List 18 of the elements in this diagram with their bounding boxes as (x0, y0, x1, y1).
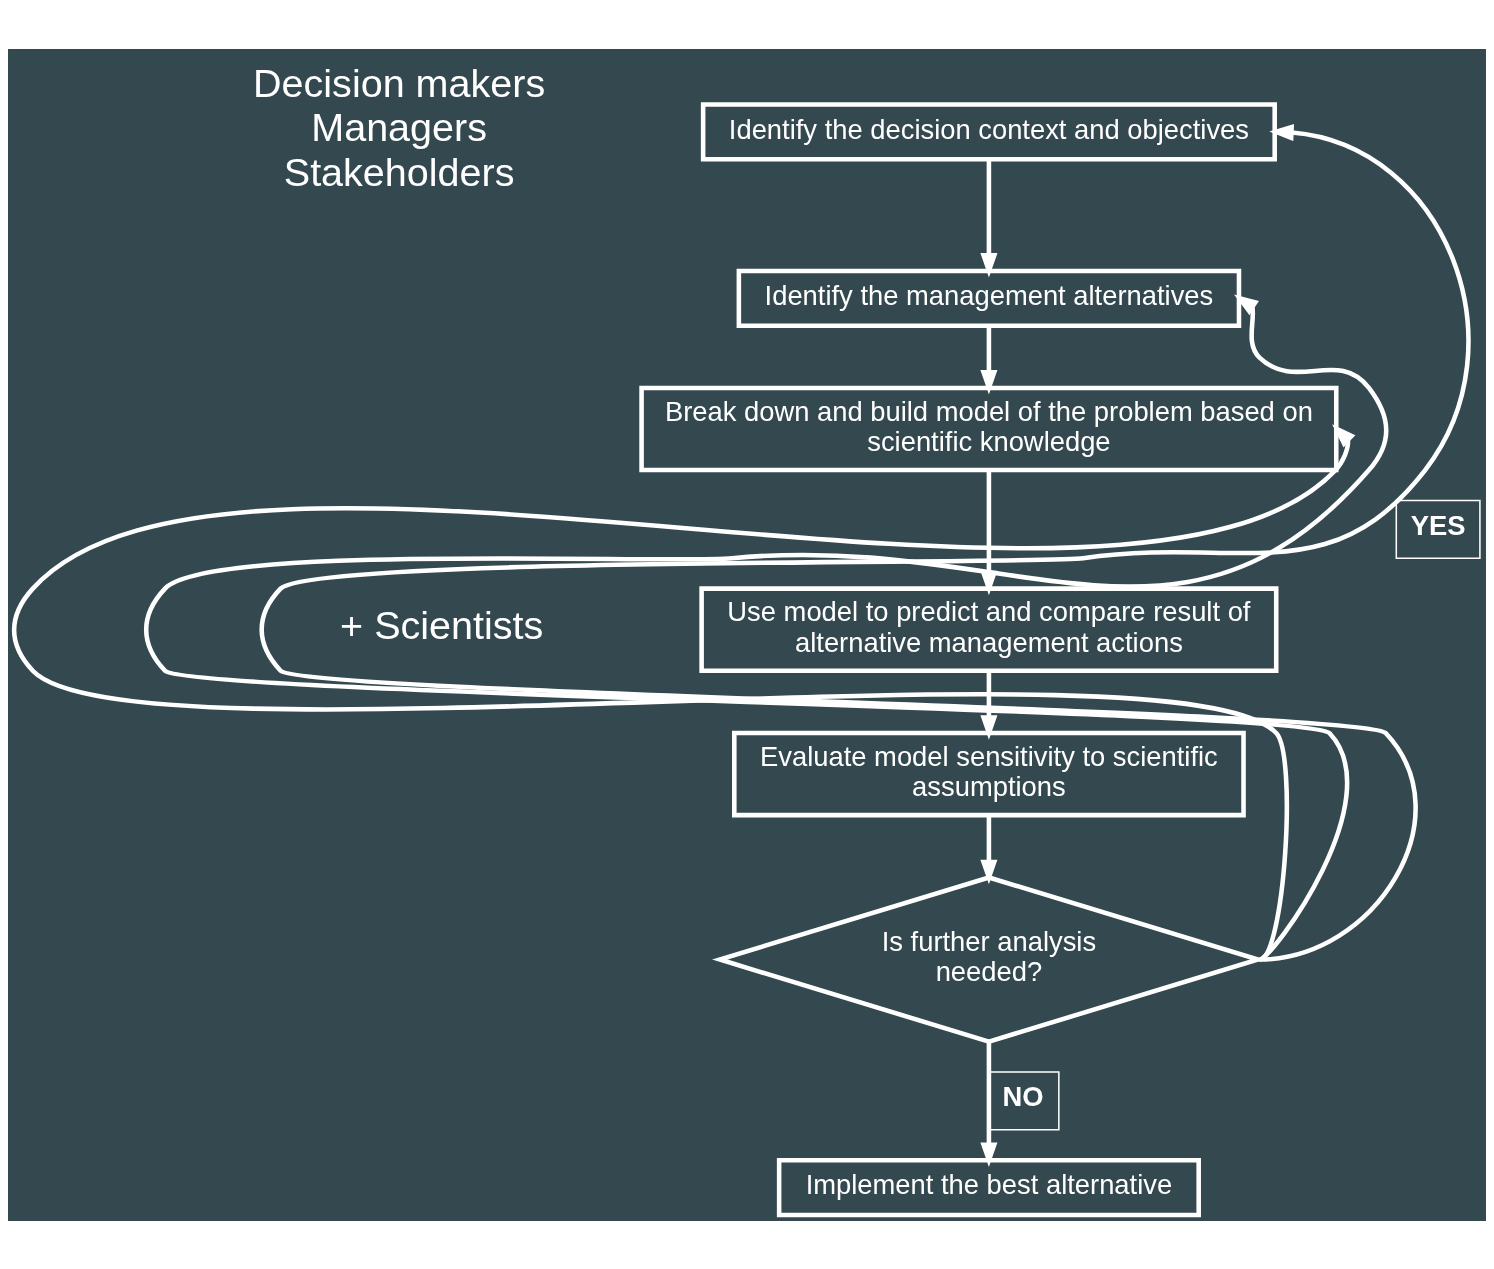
node-box: Identify the decision context and objectives (700, 101, 1277, 161)
label: + Scientists (340, 602, 544, 647)
label: Decision makers Managers Stakeholders (253, 60, 546, 194)
node-box: Evaluate model sensitivity to scientific assumptions (732, 730, 1246, 817)
arrow (144, 293, 1389, 961)
arrow (980, 325, 998, 394)
arrow (13, 423, 1356, 961)
arrow (980, 814, 998, 884)
arrow (980, 670, 998, 740)
arrow (260, 123, 1471, 962)
node-box: Implement the best alternative (776, 1157, 1201, 1217)
node-box: Use model to predict and compare result of alternative management actions (699, 585, 1279, 673)
node-box: Break down and build model of the problem based on scientific knowledge (639, 385, 1339, 472)
edge-label: YES (1410, 509, 1466, 541)
edge-label: NO (1002, 1080, 1044, 1112)
arrow (980, 159, 998, 277)
arrow (980, 1041, 998, 1167)
node-box: Identify the management alternatives (736, 268, 1242, 328)
